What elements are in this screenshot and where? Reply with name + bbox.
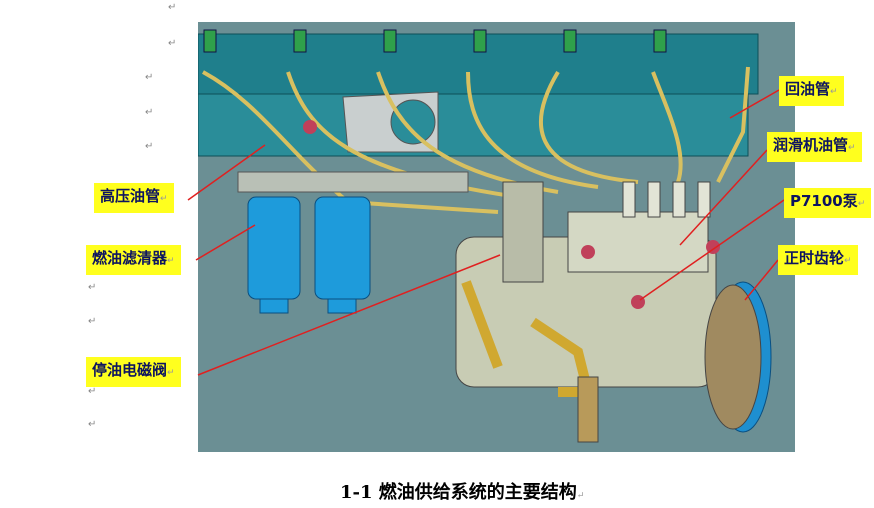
paragraph-mark: ↵ [145, 72, 154, 83]
timing-gear [704, 284, 762, 430]
label-timing-gear: 正时齿轮 [778, 245, 858, 275]
stop-solenoid [502, 181, 544, 283]
paragraph-mark: ↵ [88, 282, 97, 293]
paragraph-mark: ↵ [88, 419, 97, 430]
label-return-pipe: 回油管 [779, 76, 844, 106]
paragraph-mark: ↵ [168, 38, 177, 49]
label-fuel-filter: 燃油滤清器 [86, 245, 181, 275]
fuel-system-illustration [197, 22, 795, 452]
label-pump: P7100泵 [784, 188, 872, 218]
paragraph-mark: ↵ [145, 107, 154, 118]
paragraph-mark: ↵ [88, 316, 97, 327]
label-lube-oil-pipe: 润滑机油管 [767, 132, 862, 162]
paragraph-mark: ↵ [88, 386, 97, 397]
fuel-filter-2 [314, 196, 371, 300]
paragraph-mark: ↵ [168, 2, 177, 13]
label-high-pressure-pipe: 高压油管 [94, 183, 174, 213]
filter-rail [237, 171, 469, 193]
label-stop-solenoid: 停油电磁阀 [86, 357, 181, 387]
figure-caption: 1-1 燃油供给系统的主要结构 [340, 478, 584, 504]
paragraph-mark: ↵ [145, 141, 154, 152]
fuel-filter-1 [247, 196, 301, 300]
injectors [203, 29, 667, 53]
engine-drawing [197, 29, 772, 443]
